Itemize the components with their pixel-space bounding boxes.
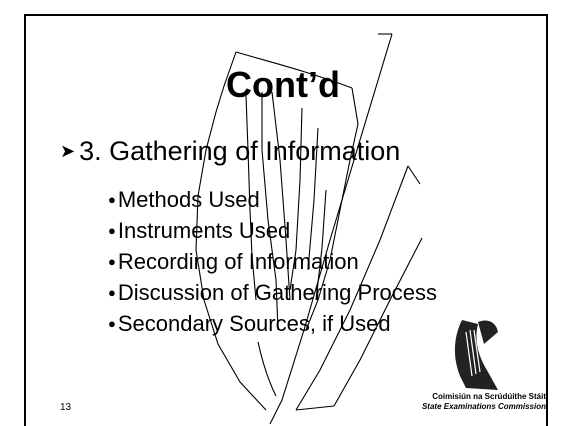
- list-item: ●Methods Used: [108, 184, 437, 215]
- org-irish-name: Coimisiún na Scrúdúithe Stáit: [432, 392, 546, 401]
- sub-bullet-text: Methods Used: [117, 187, 260, 212]
- slide-title: Cont’d: [226, 64, 340, 105]
- dot-bullet-icon: ●: [108, 223, 116, 238]
- list-item: ●Instruments Used: [108, 215, 437, 246]
- main-bullet-text: 3. Gathering of Information: [79, 136, 401, 166]
- dot-bullet-icon: ●: [108, 254, 116, 269]
- page-number: 13: [60, 402, 72, 413]
- org-english-name: State Examinations Commission: [421, 402, 546, 411]
- frame-right-border: [546, 14, 548, 426]
- list-item: ●Discussion of Gathering Process: [108, 277, 437, 308]
- harp-icon: [454, 320, 498, 390]
- sub-bullet-list: ●Methods Used ●Instruments Used ●Recordi…: [108, 184, 437, 339]
- main-bullet: ➤3. Gathering of Information: [60, 136, 400, 167]
- sub-bullet-text: Secondary Sources, if Used: [117, 311, 391, 336]
- dot-bullet-icon: ●: [108, 316, 116, 331]
- sub-bullet-text: Recording of Information: [117, 249, 359, 274]
- sub-bullet-text: Instruments Used: [117, 218, 291, 243]
- sub-bullet-text: Discussion of Gathering Process: [117, 280, 437, 305]
- frame-left-border: [24, 14, 26, 426]
- frame-top-border: [24, 14, 548, 16]
- dot-bullet-icon: ●: [108, 285, 116, 300]
- organization-name: Coimisiún na Scrúdúithe Stáit State Exam…: [412, 392, 546, 412]
- list-item: ●Secondary Sources, if Used: [108, 308, 437, 339]
- list-item: ●Recording of Information: [108, 246, 437, 277]
- dot-bullet-icon: ●: [108, 192, 116, 207]
- arrow-bullet-icon: ➤: [60, 141, 76, 161]
